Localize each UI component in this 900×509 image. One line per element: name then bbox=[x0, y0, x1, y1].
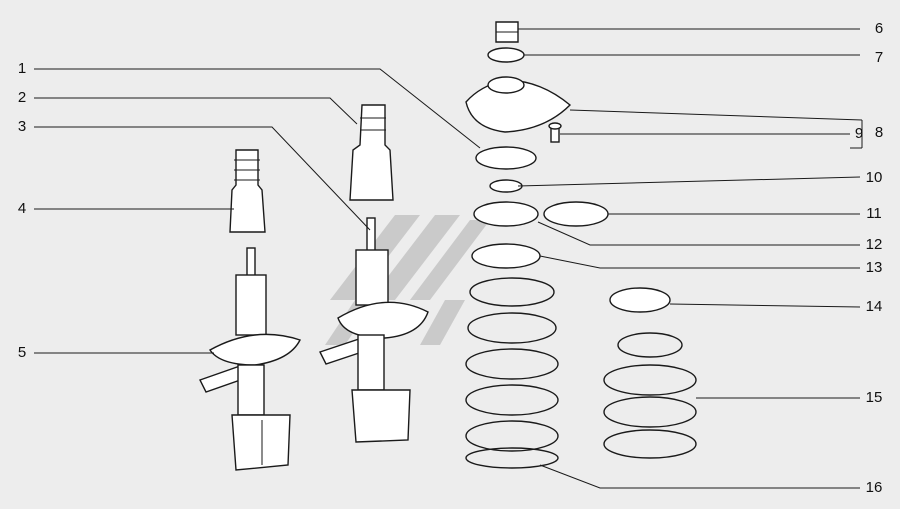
callout-6: 6 bbox=[874, 20, 884, 37]
callout-2: 2 bbox=[17, 89, 27, 106]
insulator-14 bbox=[609, 287, 671, 313]
callout-16: 16 bbox=[865, 479, 883, 496]
callout-9: 9 bbox=[854, 125, 864, 142]
bolt-9 bbox=[548, 122, 562, 143]
callout-10: 10 bbox=[865, 169, 883, 186]
coil-spring-small bbox=[603, 332, 697, 459]
strut-left bbox=[199, 247, 301, 471]
callout-15: 15 bbox=[865, 389, 883, 406]
callout-13: 13 bbox=[865, 259, 883, 276]
coil-spring-large bbox=[465, 277, 559, 469]
dust-boot-middle bbox=[349, 104, 394, 201]
upper-mount-plate bbox=[465, 76, 572, 133]
spring-seat-11 bbox=[543, 201, 609, 227]
washer-10 bbox=[489, 179, 523, 193]
insulator-13 bbox=[471, 243, 541, 269]
callout-11: 11 bbox=[866, 205, 882, 222]
callout-12: 12 bbox=[865, 236, 883, 253]
callout-7: 7 bbox=[874, 49, 884, 66]
strut-middle bbox=[319, 217, 429, 443]
callout-5: 5 bbox=[17, 344, 27, 361]
washer-7 bbox=[487, 47, 525, 63]
leader-lines bbox=[34, 28, 863, 489]
callout-8: 8 bbox=[874, 124, 884, 141]
bearing-1 bbox=[475, 146, 537, 170]
top-nut bbox=[495, 21, 519, 43]
callout-14: 14 bbox=[865, 298, 883, 315]
bump-stop-left bbox=[229, 149, 266, 233]
spring-seat-12 bbox=[473, 201, 539, 227]
callout-1: 1 bbox=[17, 60, 27, 77]
callout-4: 4 bbox=[17, 200, 27, 217]
callout-3: 3 bbox=[17, 118, 27, 135]
